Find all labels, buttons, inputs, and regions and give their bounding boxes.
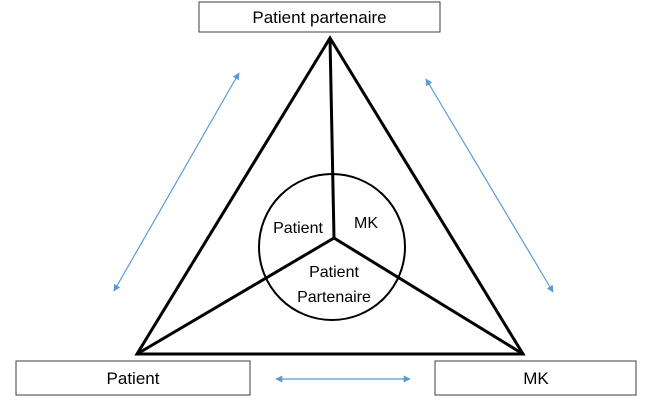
spoke-left	[136, 236, 335, 356]
spoke-right	[333, 236, 524, 356]
inner-label-mk: MK	[354, 215, 378, 232]
arrow-left-side	[113, 72, 240, 292]
right-box: MK	[434, 360, 637, 396]
inner-label-patient: Patient	[273, 220, 323, 237]
left-box: Patient	[15, 360, 251, 396]
top-box: Patient partenaire	[198, 1, 441, 33]
inner-label-partner-line1: Patient	[309, 264, 359, 281]
arrow-right-side	[425, 78, 554, 293]
right-box-label: MK	[523, 369, 549, 388]
inner-label-partner-line2: Partenaire	[297, 289, 371, 306]
left-box-label: Patient	[107, 369, 160, 388]
top-box-label: Patient partenaire	[252, 8, 386, 27]
spoke-top	[328, 37, 336, 239]
